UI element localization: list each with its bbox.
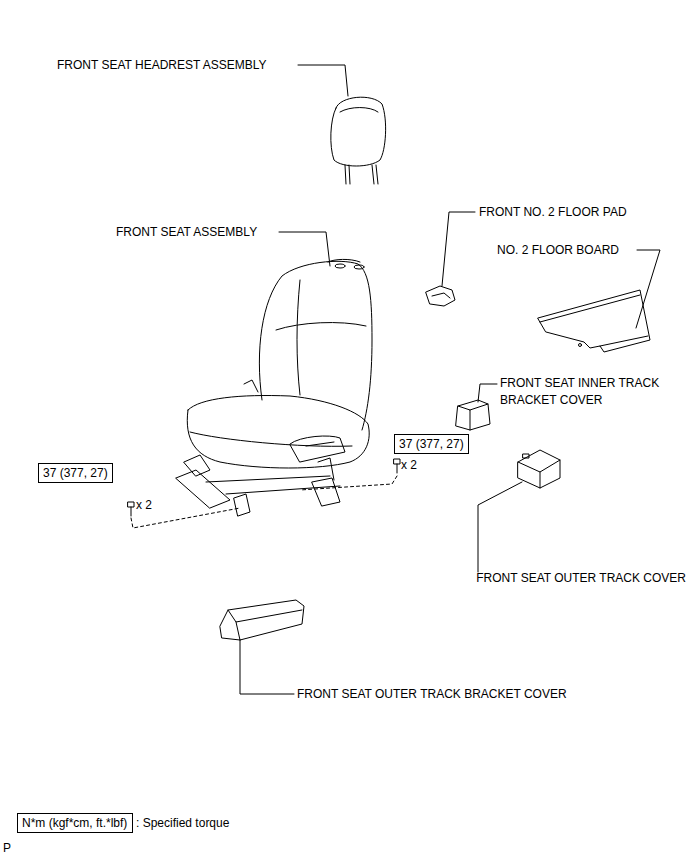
- bolts: [128, 459, 400, 528]
- part-name: FRONT SEAT OUTER TRACK BRACKET COVER: [297, 687, 567, 701]
- legend-text: : Specified torque: [136, 816, 229, 830]
- outer-track-bracket-cover: [220, 600, 304, 640]
- part-name: FRONT SEAT ASSEMBLY: [116, 225, 257, 239]
- part-name: FRONT NO. 2 FLOOR PAD: [479, 205, 627, 219]
- part-name: FRONT SEAT INNER TRACK BRACKET COVER: [500, 375, 686, 409]
- torque-box: 37 (377, 27): [394, 434, 469, 454]
- torque-text: N*m (kgf*cm, ft.*lbf): [22, 816, 127, 830]
- part-name: FRONT SEAT HEADREST ASSEMBLY: [57, 58, 267, 72]
- torque-text: 37 (377, 27): [43, 466, 108, 480]
- headrest: [331, 97, 386, 184]
- seat: [176, 259, 372, 516]
- inner-track-bracket-cover: [456, 400, 490, 430]
- torque-box: 37 (377, 27): [38, 463, 113, 483]
- outer-track-cover: [518, 450, 560, 488]
- part-name: NO. 2 FLOOR BOARD: [497, 243, 619, 257]
- floor-board: [538, 290, 650, 352]
- floor-pad: [426, 286, 455, 306]
- quantity: x 2: [401, 458, 417, 472]
- quantity: x 2: [136, 498, 152, 512]
- torque-text: 37 (377, 27): [399, 437, 464, 451]
- torque-legend-box: N*m (kgf*cm, ft.*lbf): [17, 813, 133, 833]
- page-code: P: [3, 841, 11, 854]
- part-name: FRONT SEAT OUTER TRACK COVER: [476, 571, 686, 585]
